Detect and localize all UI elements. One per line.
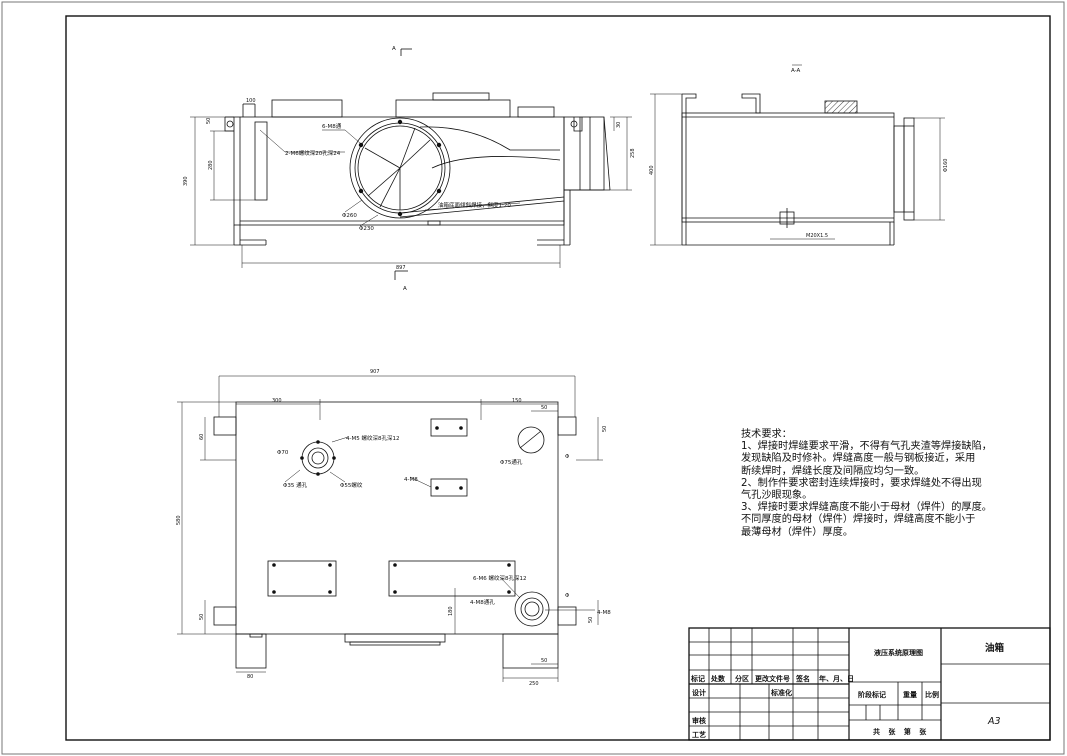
top-view: [177, 375, 603, 682]
title-block-design: 设计: [692, 689, 706, 697]
side-dim-drain: M20X1.5: [806, 233, 828, 239]
tech-req-title: 技术要求：: [741, 429, 792, 440]
side-dim-dia: Φ160: [943, 159, 949, 172]
tech-req-line: 断续焊时，焊缝长度及间隔应均匀一致。: [741, 465, 925, 477]
top-dim-mid-right: 180: [448, 606, 454, 616]
top-callout-port2: Φ75通孔: [500, 458, 523, 466]
top-dim-bottom-small: 50: [541, 658, 547, 664]
view-label-bottom: A: [403, 286, 407, 292]
title-block-standardize: 标准化: [771, 689, 792, 697]
front-dim-height-left: 390: [183, 176, 189, 186]
front-callout-dia-small: Φ230: [359, 226, 374, 232]
top-callout-port1-pcd: Φ35 通孔: [283, 481, 308, 489]
title-block-col-count: 处数: [711, 675, 725, 683]
front-dim-side-small: 50: [206, 118, 212, 124]
side-view: [650, 64, 945, 246]
tech-req-line: 2、制作件要求密封连续焊接时，要求焊缝处不得出现: [741, 477, 982, 489]
front-callout-dia-big: Φ260: [342, 213, 357, 219]
title-block-stage-mark: 阶段标记: [858, 691, 886, 699]
front-view: A: [190, 46, 632, 280]
top-callout-port3-pcd: 4-M8通孔: [470, 598, 495, 606]
side-dim-height: 400: [649, 165, 655, 175]
top-dim-small-right: 50: [541, 405, 547, 411]
front-dim-height-right: 258: [630, 148, 636, 158]
top-callout-port1-inner: Φ55螺纹: [340, 481, 363, 489]
front-dim-top-small: 100: [246, 98, 256, 104]
title-block-scale: 比例: [925, 691, 939, 699]
front-dim-height-inner: 280: [208, 160, 214, 170]
top-phi-mark-1: Φ: [565, 454, 570, 460]
front-callout-holes-6: 6-M8通: [322, 122, 342, 130]
title-block-weight: 重量: [903, 691, 917, 699]
title-block-sheets: 共 张 第 张: [873, 728, 927, 736]
top-dim-total-width: 907: [370, 369, 380, 375]
title-block-col-zone: 分区: [735, 675, 749, 683]
top-dim-left-sub: 300: [272, 398, 282, 404]
title-block-process: 工艺: [692, 731, 706, 739]
inner-frame: [65, 15, 1051, 741]
top-dim-right-top: 50: [602, 426, 608, 432]
top-dim-right-sub: 150: [512, 398, 522, 404]
front-dim-total-width: 897: [396, 265, 406, 271]
front-callout-holes-2: 2-M6螺纹深20孔深24: [285, 149, 341, 157]
title-block-format: A3: [988, 716, 1001, 727]
title-block-design-title: 液压系统原理图: [874, 649, 923, 657]
tech-req-line: 1、焊接时焊缝要求平滑，不得有气孔夹渣等焊接缺陷，: [741, 441, 992, 453]
view-label-top: A: [392, 46, 396, 52]
tech-req-line: 3、焊接时要求焊缝高度不能小于母材（焊件）的厚度。: [741, 502, 992, 514]
top-dim-right-bottom: 50: [588, 617, 594, 623]
title-block-col-date: 年、月、日: [819, 675, 854, 683]
tech-req-line: 发现缺陷及时修补。焊缝高度一般与钢板接近，采用: [741, 453, 976, 465]
top-callout-port1-holes: 4-M5 螺纹深8孔深12: [346, 434, 399, 442]
top-dim-height: 580: [176, 515, 182, 525]
top-callout-holes-4: 4-M8: [404, 477, 418, 483]
title-block-col-change-doc: 更改文件号: [755, 675, 790, 683]
title-block-part-name: 油箱: [985, 643, 1005, 654]
top-phi-mark-2: Φ: [565, 593, 570, 599]
top-dim-bottom-left: 80: [247, 674, 253, 680]
top-callout-port3-right: 4-M8: [597, 610, 611, 616]
front-callout-slope: 油箱底面倾斜焊接，斜度1:20: [438, 201, 511, 209]
title-block-grid: [688, 627, 1051, 741]
top-dim-left-bottom: 50: [199, 614, 205, 620]
top-callout-port1: Φ70: [277, 450, 289, 456]
tech-req-line: 最薄母材（焊件）厚度。: [741, 526, 854, 538]
tech-req-line: 不同厚度的母材（焊件）焊接时，焊缝高度不能小于: [741, 514, 976, 526]
title-block-review: 审核: [692, 717, 706, 725]
front-dim-flange-small: 30: [616, 122, 622, 128]
top-callout-port3-holes: 6-M6 螺纹深8孔深12: [473, 574, 526, 582]
title-block-col-mark: 标记: [691, 675, 705, 683]
tech-req-line: 气孔沙眼现象。: [741, 490, 813, 502]
title-block-col-sign: 签名: [796, 675, 810, 683]
top-dim-bottom-right: 250: [529, 681, 539, 687]
section-label: A-A: [791, 68, 801, 74]
top-dim-left-top: 60: [199, 434, 205, 440]
technical-requirements: 技术要求： 1、焊接时焊缝要求平滑，不得有气孔夹渣等焊接缺陷， 发现缺陷及时修补…: [741, 429, 1031, 539]
